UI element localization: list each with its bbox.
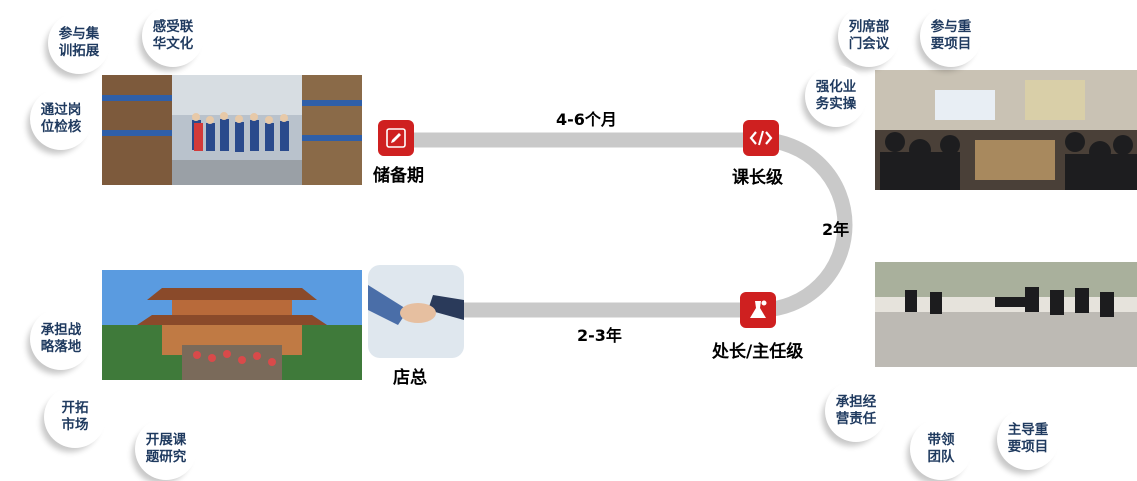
track-line	[414, 132, 853, 318]
bubble-team-text: 带领 团队	[927, 432, 955, 465]
bubble-strategy-text: 承担战 略落地	[40, 322, 82, 355]
bubble-culture-text: 感受联 华文化	[152, 19, 194, 52]
bubble-training: 参与集 训拓展	[48, 12, 110, 74]
bubble-dept-meeting: 列席部 门会议	[838, 5, 900, 67]
bubble-market-text: 开拓 市场	[61, 400, 89, 433]
pencil-icon	[386, 128, 406, 148]
bubble-lead-project-text: 主导重 要项目	[1007, 422, 1049, 455]
bubble-culture: 感受联 华文化	[142, 5, 204, 67]
bubble-operation-text: 承担经 营责任	[835, 394, 877, 427]
director-stage-icon	[740, 292, 776, 328]
bubble-team: 带领 团队	[910, 418, 972, 480]
pavilion-photo-art	[102, 270, 362, 380]
bubble-key-project-text: 参与重 要项目	[930, 19, 972, 52]
stage-reserve-label: 储备期	[373, 166, 424, 186]
bubble-research: 开展课 题研究	[135, 418, 197, 480]
reserve-stage-icon	[378, 120, 414, 156]
duration-director-to-store: 2-3年	[577, 326, 622, 345]
bubble-operation: 承担经 营责任	[825, 380, 887, 442]
bubble-research-text: 开展课 题研究	[145, 432, 187, 465]
meeting-photo	[875, 70, 1137, 190]
bubble-market: 开拓 市场	[44, 386, 106, 448]
bubble-strengthen-text: 强化业 务实操	[815, 79, 857, 112]
duration-reserve-to-chief: 4-6个月	[556, 110, 617, 129]
bubble-post-check-text: 通过岗 位检核	[40, 102, 82, 135]
bubble-strengthen: 强化业 务实操	[805, 65, 867, 127]
stage-section-chief-label: 课长级	[732, 168, 783, 188]
bubble-post-check: 通过岗 位检核	[30, 88, 92, 150]
tug-of-war-photo-art	[875, 262, 1137, 367]
stage-director-label: 处长/主任级	[712, 342, 804, 362]
pavilion-photo	[102, 270, 362, 380]
section-chief-stage-icon	[743, 120, 779, 156]
stage-store-manager-label: 店总	[393, 368, 427, 388]
bubble-key-project: 参与重 要项目	[920, 5, 982, 67]
warehouse-photo	[102, 75, 362, 185]
flask-icon	[750, 300, 767, 318]
duration-chief-to-director: 2年	[822, 220, 850, 239]
code-icon	[749, 130, 773, 146]
warehouse-photo-art	[102, 75, 362, 185]
bubble-lead-project: 主导重 要项目	[997, 408, 1059, 470]
bubble-strategy: 承担战 略落地	[30, 308, 92, 370]
meeting-photo-art	[875, 70, 1137, 190]
tug-of-war-photo	[875, 262, 1137, 367]
handshake-photo-art	[368, 265, 464, 358]
bubble-training-text: 参与集 训拓展	[58, 26, 100, 59]
bubble-dept-meeting-text: 列席部 门会议	[848, 19, 890, 52]
handshake-photo	[368, 265, 464, 358]
